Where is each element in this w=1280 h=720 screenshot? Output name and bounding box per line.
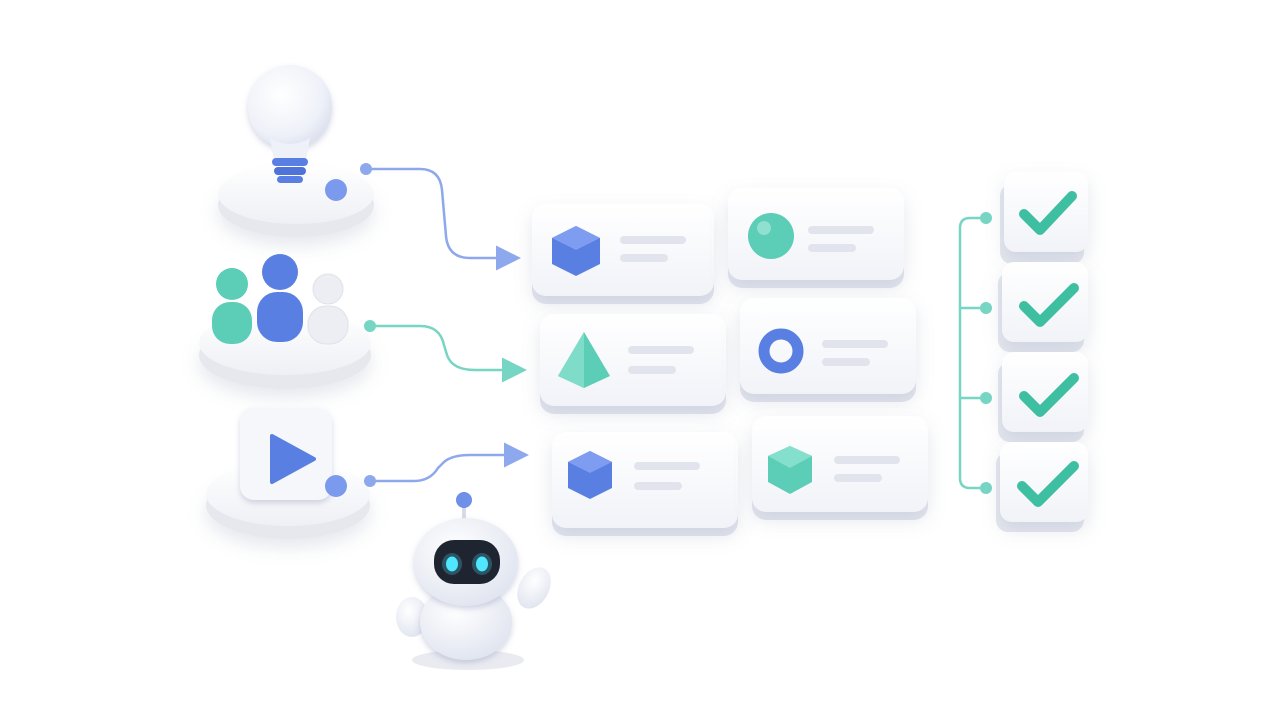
cards-grid bbox=[532, 188, 928, 536]
people-group-icon bbox=[212, 254, 349, 345]
checkbox-3[interactable] bbox=[998, 352, 1088, 442]
card-cube-blue-2 bbox=[552, 432, 738, 536]
lightbulb-icon bbox=[248, 65, 332, 183]
checklist bbox=[996, 172, 1088, 532]
torus-icon bbox=[758, 328, 804, 374]
check-icon bbox=[1017, 461, 1079, 507]
source-people bbox=[199, 254, 371, 389]
connector-node bbox=[325, 179, 347, 201]
card-hexagon-teal bbox=[752, 416, 928, 520]
pyramid-icon bbox=[558, 332, 610, 388]
card-sphere-teal bbox=[728, 188, 904, 288]
source-play bbox=[206, 408, 370, 539]
connector-node bbox=[325, 475, 347, 497]
checkbox-2[interactable] bbox=[998, 262, 1088, 352]
checklist-bracket bbox=[958, 212, 992, 494]
checkbox-4[interactable] bbox=[996, 442, 1088, 532]
cube-icon bbox=[568, 451, 612, 499]
cube-icon bbox=[552, 226, 600, 276]
source-lightbulb bbox=[218, 65, 374, 237]
card-torus-blue bbox=[740, 298, 916, 402]
card-pyramid-teal bbox=[540, 314, 726, 414]
sphere-icon bbox=[748, 213, 794, 259]
checkbox-1[interactable] bbox=[1000, 172, 1088, 264]
check-icon bbox=[1019, 191, 1077, 235]
hexagon-icon bbox=[768, 446, 812, 494]
check-icon bbox=[1019, 283, 1079, 327]
check-icon bbox=[1019, 373, 1079, 417]
card-cube-blue bbox=[532, 204, 714, 304]
robot-icon bbox=[396, 492, 551, 670]
play-button-icon bbox=[240, 408, 332, 500]
connectors bbox=[360, 163, 529, 487]
